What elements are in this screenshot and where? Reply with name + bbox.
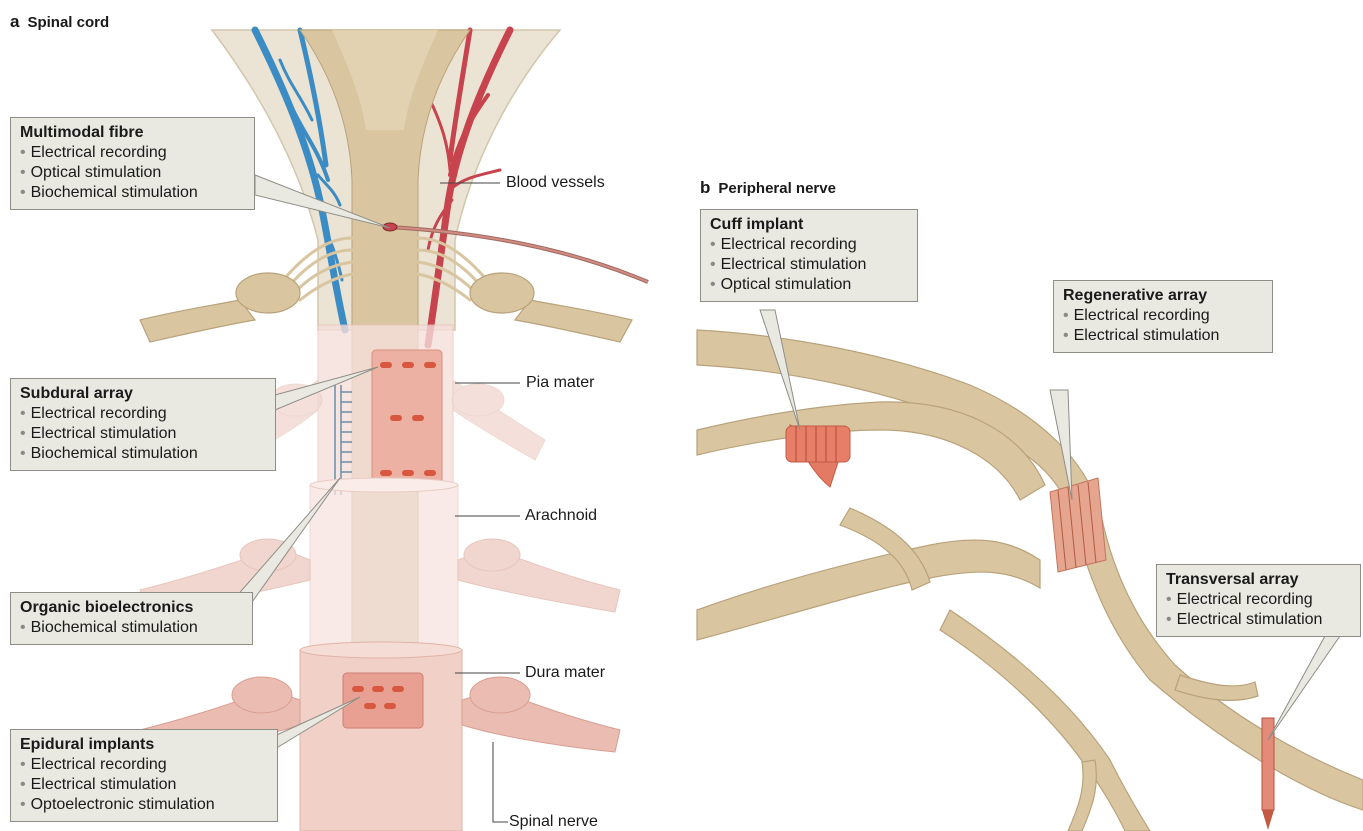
panel-a-title: Spinal cord: [27, 14, 109, 31]
arachnoid-label: Arachnoid: [525, 507, 597, 525]
callout-item: Biochemical stimulation: [20, 444, 266, 464]
callout-item: Biochemical stimulation: [20, 183, 245, 203]
callout-item: Optical stimulation: [20, 163, 245, 183]
callout-item: Biochemical stimulation: [20, 618, 243, 638]
subdural-array-callout: Subdural array Electrical recording Elec…: [10, 378, 276, 471]
panel-a-heading: a Spinal cord: [10, 12, 109, 32]
callout-title: Organic bioelectronics: [20, 598, 243, 618]
callout-title: Transversal array: [1166, 570, 1351, 590]
callout-item: Electrical recording: [20, 404, 266, 424]
arachnoid-sleeve: [310, 485, 458, 655]
nerve-twig-bottom: [1068, 760, 1096, 831]
callout-item: Electrical recording: [20, 755, 268, 775]
panel-b-title: Peripheral nerve: [718, 180, 836, 197]
subdural-array-paddle: [372, 350, 442, 485]
panel-b-letter: b: [700, 178, 710, 197]
cuff-implant-callout: Cuff implant Electrical recording Electr…: [700, 209, 918, 302]
spinal-nerve-label: Spinal nerve: [509, 813, 598, 831]
callout-item: Electrical stimulation: [20, 775, 268, 795]
callout-title: Regenerative array: [1063, 286, 1263, 306]
callout-item: Electrical stimulation: [710, 255, 908, 275]
callout-item: Electrical stimulation: [20, 424, 266, 444]
callout-item: Electrical recording: [710, 235, 908, 255]
multimodal-fibre-callout: Multimodal fibre Electrical recording Op…: [10, 117, 255, 210]
callout-item: Optoelectronic stimulation: [20, 795, 268, 815]
regenerative-array-callout: Regenerative array Electrical recording …: [1053, 280, 1273, 353]
callout-title: Subdural array: [20, 384, 266, 404]
callout-title: Multimodal fibre: [20, 123, 245, 143]
callout-title: Epidural implants: [20, 735, 268, 755]
nerve-branch-bottom: [940, 610, 1150, 831]
organic-bioelectronics-callout: Organic bioelectronics Biochemical stimu…: [10, 592, 253, 645]
dura-mater-label: Dura mater: [525, 664, 605, 682]
panel-a-letter: a: [10, 12, 19, 31]
transversal-array-callout: Transversal array Electrical recording E…: [1156, 564, 1361, 637]
blood-vessels-label: Blood vessels: [506, 174, 605, 192]
callout-item: Electrical recording: [20, 143, 245, 163]
callout-item: Electrical recording: [1063, 306, 1263, 326]
callout-title: Cuff implant: [710, 215, 908, 235]
nerve-branch-lower: [697, 540, 1040, 640]
callout-item: Optical stimulation: [710, 275, 908, 295]
epidural-implants-callout: Epidural implants Electrical recording E…: [10, 729, 278, 822]
panel-b-heading: b Peripheral nerve: [700, 178, 836, 198]
pia-mater-label: Pia mater: [526, 374, 594, 392]
callout-item: Electrical stimulation: [1166, 610, 1351, 630]
callout-item: Electrical recording: [1166, 590, 1351, 610]
callout-item: Electrical stimulation: [1063, 326, 1263, 346]
cuff-implant: [786, 425, 850, 487]
regenerative-array: [1050, 478, 1106, 572]
